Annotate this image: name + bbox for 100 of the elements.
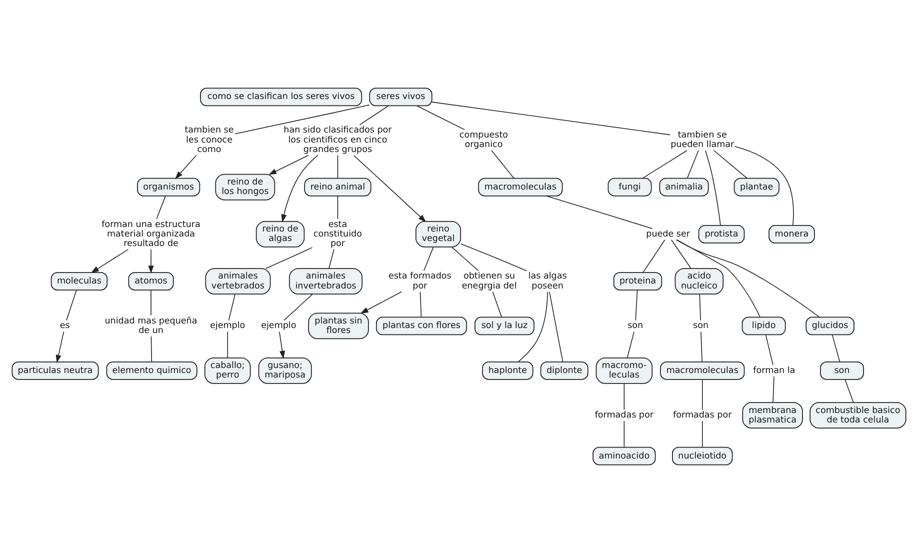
node-box: reino vegetal (415, 220, 462, 247)
node-box: moleculas (50, 272, 108, 290)
node-box: nucleiotido (672, 446, 733, 465)
node-text: esta constituido por (313, 219, 362, 249)
connector (676, 238, 760, 317)
node-text: ejemplo (210, 320, 246, 331)
connector (337, 195, 338, 219)
arrow (148, 248, 154, 274)
connector (432, 101, 670, 135)
node-text: obtienen su enegrgia del (462, 271, 517, 291)
node-text: forman una estructura material organizada resultado de (102, 219, 200, 249)
node-text: son (693, 320, 709, 331)
connector (765, 334, 774, 365)
node-box: gusano; mariposa (258, 356, 312, 384)
arrow (281, 154, 318, 222)
arrow (360, 290, 402, 314)
node-box: plantas con flores (376, 316, 468, 335)
connector (423, 246, 434, 271)
node-text: formadas por (673, 410, 732, 420)
node-box: como se clasifican los seres vivos (200, 87, 362, 106)
node-box: monera (768, 224, 815, 243)
node-box: seres vivos (369, 87, 432, 106)
connector (492, 290, 502, 318)
node-box: macromoleculas (660, 360, 745, 380)
connector (460, 242, 528, 271)
node-text: han sido clasificados por los cientificos en cinco grandes grupos (284, 125, 392, 154)
node-box: glucidos (806, 316, 854, 335)
node-box: son (820, 360, 864, 380)
node-box: protista (698, 224, 745, 243)
node-box: combustible basico de toda celula (810, 402, 906, 428)
connector (702, 378, 703, 410)
connector (416, 104, 465, 130)
node-text: esta formados por (388, 271, 452, 291)
node-box: sol y la luz (474, 316, 534, 335)
node-text: son (628, 320, 644, 331)
node-box: haplonte (482, 360, 534, 380)
connector (700, 330, 702, 362)
node-box: diplonte (540, 360, 588, 380)
node-box: plantae (734, 177, 780, 196)
connector (227, 330, 228, 358)
node-box: proteina (613, 272, 662, 290)
node-text: formadas por (594, 410, 654, 420)
connector (772, 376, 774, 402)
node-text: forman la (753, 365, 796, 376)
connector (699, 293, 701, 320)
node-box: elemento quimico (106, 360, 198, 380)
connector (420, 290, 422, 318)
node-text: compuesto organico (459, 130, 508, 150)
connector (624, 382, 625, 410)
connector (228, 293, 236, 320)
node-box: macromo- leculas (596, 356, 653, 384)
connector (844, 378, 854, 402)
connector (642, 150, 688, 178)
node-box: reino de algas (256, 220, 305, 247)
node-box: particulas neutra (12, 360, 99, 380)
connector (328, 248, 334, 268)
node-text: puede ser (646, 228, 690, 239)
connector (635, 290, 638, 320)
arrow (268, 154, 309, 174)
connector (66, 290, 77, 320)
node-box: aminoacido (592, 446, 656, 465)
connector (150, 336, 152, 362)
connector (265, 246, 313, 268)
node-text: ejemplo (261, 320, 296, 331)
connector (713, 150, 748, 178)
node-box: fungi (608, 177, 652, 196)
connector (156, 195, 166, 219)
node-box: plantas sin flores (308, 312, 369, 339)
node-box: caballo; perro (204, 356, 251, 384)
node-box: reino animal (304, 177, 372, 196)
arrow (279, 330, 286, 358)
node-box: reino de los hongos (215, 173, 276, 200)
node-box: animalia (659, 177, 709, 196)
connector (150, 290, 152, 316)
connector (337, 154, 338, 178)
connector (491, 150, 514, 178)
connector (626, 330, 634, 358)
connector (624, 420, 625, 448)
arrow (174, 154, 197, 179)
node-text: tambien se pueden llamar (670, 130, 734, 150)
connector (705, 150, 721, 226)
connector (702, 420, 703, 448)
connector (284, 293, 314, 320)
connector (686, 150, 699, 178)
connector (234, 104, 370, 134)
node-box: animales invertebrados (289, 268, 362, 294)
connector (546, 195, 653, 229)
node-text: las algas poseen (528, 271, 567, 291)
arrow (56, 330, 64, 362)
node-box: acido nucleico (674, 268, 724, 294)
node-box: organismos (137, 177, 200, 196)
connector (549, 290, 564, 362)
node-box: macromoleculas (478, 177, 563, 196)
connector (518, 290, 548, 362)
node-box: membrana plasmatica (742, 402, 803, 428)
connector (670, 238, 692, 268)
node-text: es (60, 320, 70, 331)
connector (642, 238, 666, 272)
connector (452, 246, 479, 271)
node-box: animales vertebrados (205, 268, 271, 294)
